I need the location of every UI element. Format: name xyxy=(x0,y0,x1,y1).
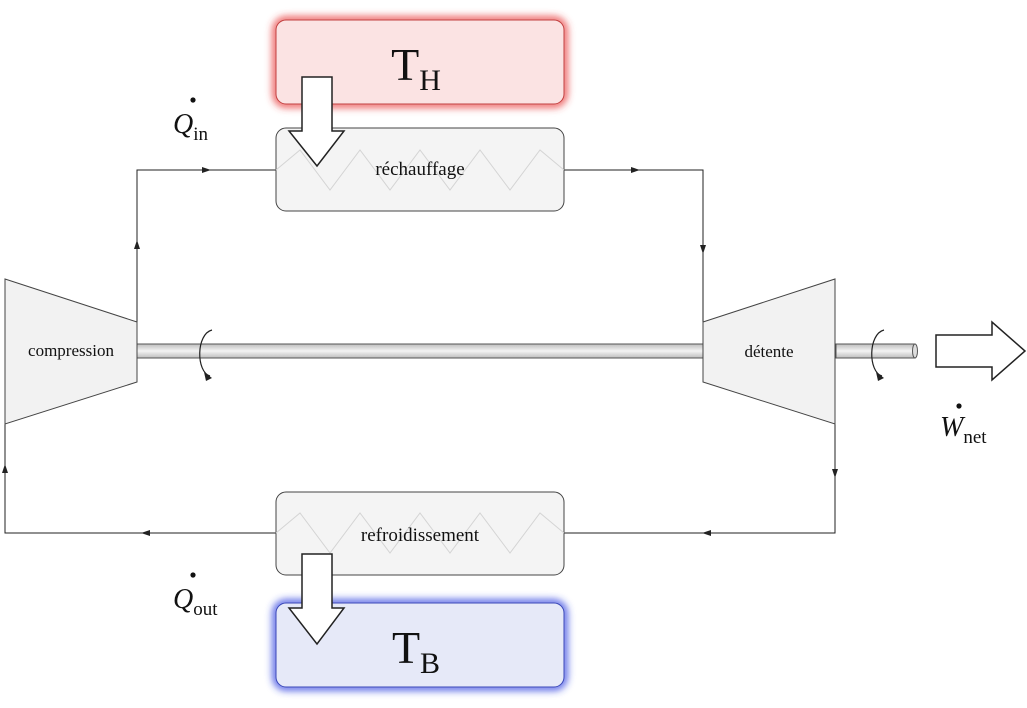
flow-arrow-left-bottom-left xyxy=(141,530,150,536)
heat-out-dot xyxy=(190,572,196,578)
rotation-icon-output-shaft xyxy=(871,329,885,381)
flow-arrow-right-top-right xyxy=(631,167,640,173)
cooler-label: refroidissement xyxy=(361,525,480,546)
flow-arrow-left-bottom-right xyxy=(702,530,711,536)
flow-arrow-down-right xyxy=(700,245,706,254)
compressor-label: compression xyxy=(28,341,114,360)
work-net-dot xyxy=(956,403,962,409)
main-shaft xyxy=(135,343,705,359)
flow-lines xyxy=(4,169,836,534)
heater-label: réchauffage xyxy=(375,159,464,180)
cold-reservoir-label: TB xyxy=(392,622,440,680)
flow-line-cooler-to-compressor xyxy=(4,424,276,534)
heat-in-arrow xyxy=(287,76,346,168)
flow-arrow-up-left xyxy=(134,240,140,249)
output-shaft xyxy=(835,343,918,359)
cold-reservoir-box xyxy=(275,602,565,688)
output-shaft-end xyxy=(912,343,918,359)
hot-reservoir-box xyxy=(275,19,565,105)
flow-arrow-up-compressor-inlet xyxy=(2,464,8,473)
heat-out-arrow xyxy=(287,553,346,646)
heater-coil xyxy=(275,149,565,191)
flow-arrow-down-turbine-exit xyxy=(832,469,838,478)
work-net-symbol: Wnet xyxy=(940,412,987,448)
heat-in-dot xyxy=(190,97,196,103)
flow-arrow-right-top-left xyxy=(202,167,211,173)
flow-arrowheads xyxy=(2,167,838,536)
flow-line-turbine-to-cooler xyxy=(564,382,836,534)
flow-line-heater-to-turbine xyxy=(564,169,704,322)
hot-reservoir-label: TH xyxy=(391,39,441,97)
work-out-arrow xyxy=(935,320,1027,382)
cooler-coil xyxy=(275,512,565,554)
compressor-body xyxy=(4,278,138,425)
cooler-box xyxy=(275,491,565,576)
heat-out-symbol: Qout xyxy=(173,584,218,620)
turbine-label: détente xyxy=(744,342,793,361)
rotation-icon-main-shaft xyxy=(199,329,213,381)
heat-in-symbol: Qin xyxy=(173,109,209,145)
turbine-body xyxy=(702,278,836,425)
flow-line-compressor-to-heater xyxy=(136,169,276,322)
